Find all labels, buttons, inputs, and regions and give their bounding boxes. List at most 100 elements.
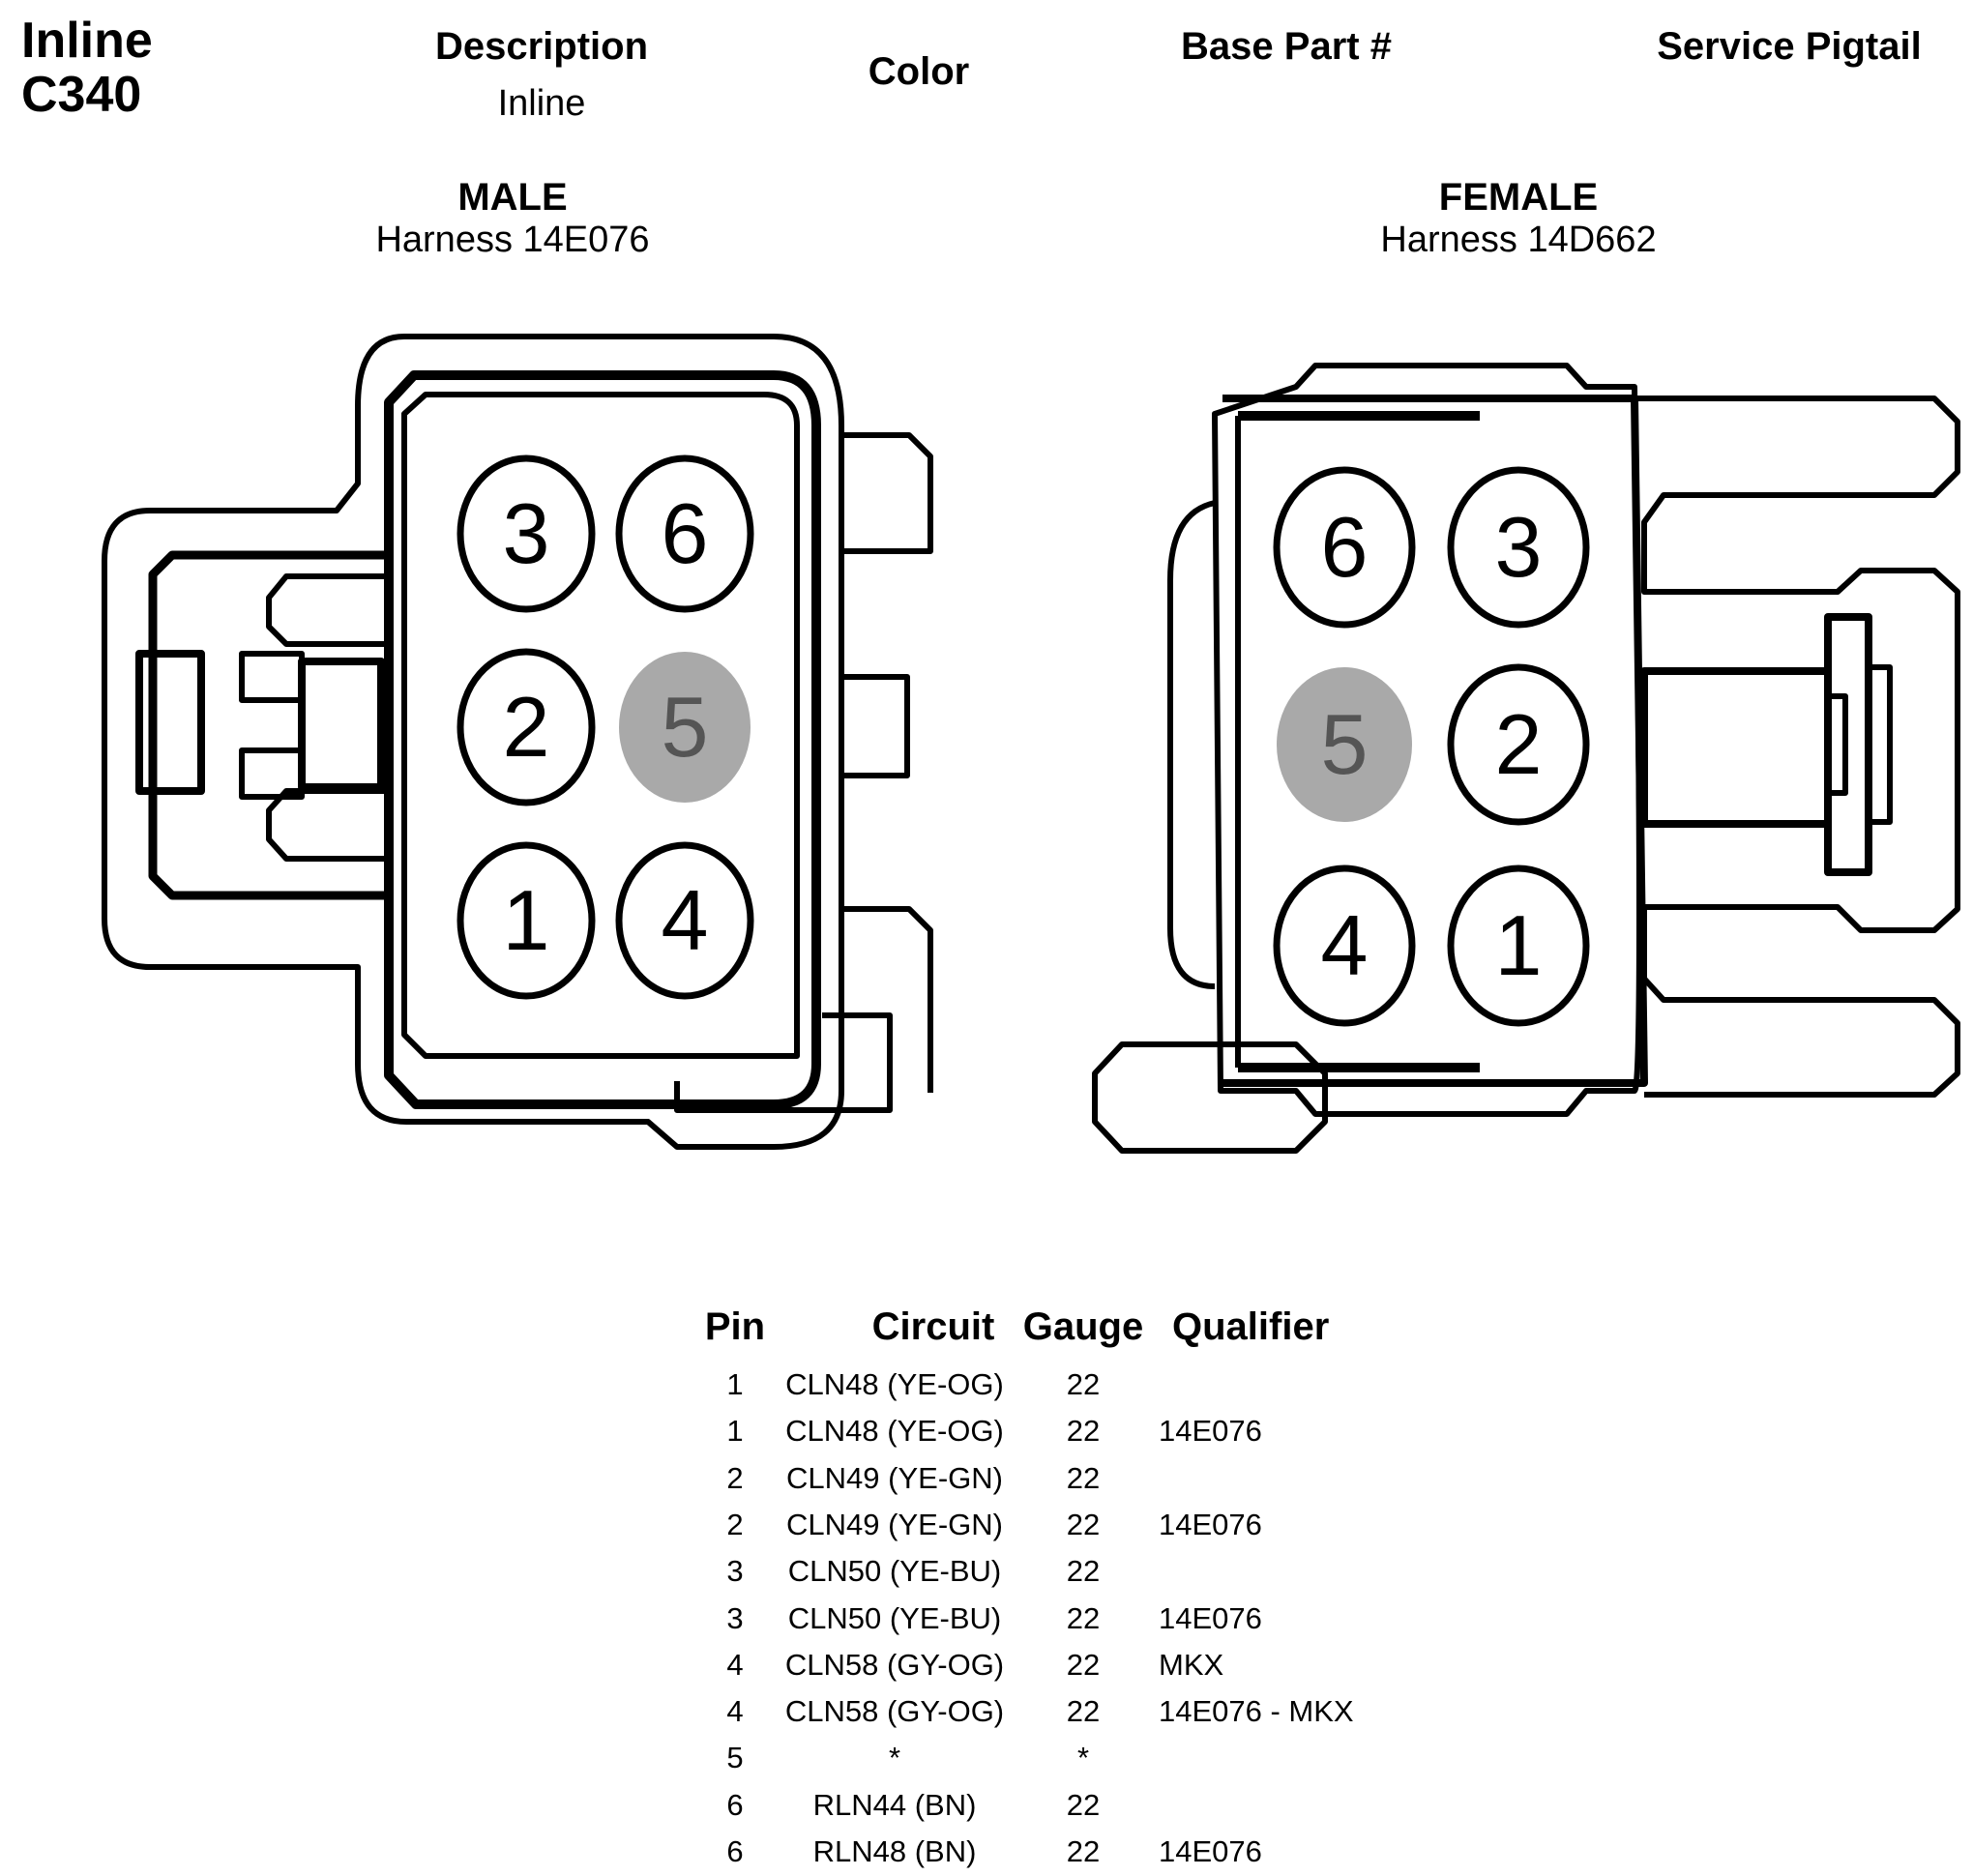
- female-pin-number: 6: [1321, 499, 1369, 595]
- female-pin-3: 3: [1447, 466, 1590, 629]
- female-pin-cavity: [1447, 865, 1590, 1027]
- male-pin-cavity: [456, 648, 596, 806]
- table-cell-circuit: *: [888, 1741, 901, 1775]
- female-pin-number: 3: [1495, 499, 1543, 595]
- male-pin-cavity: [619, 652, 751, 803]
- female-left-guard: [1167, 500, 1216, 989]
- female-latch-slot: [1640, 667, 1832, 828]
- male-bottom-lug: [674, 1012, 893, 1113]
- female-latch-detent: [1825, 693, 1848, 796]
- connector-diagram: 3 6 2 5 1 4 6 3 5 2 4 1: [102, 334, 1960, 1154]
- table-cell-pin: 6: [726, 1787, 744, 1822]
- female-right-arms: [1634, 396, 1960, 1098]
- male-pin-1: 1: [456, 841, 596, 1000]
- table-cell-pin: 4: [726, 1694, 744, 1729]
- table-cell-circuit: CLN50 (YE-BU): [787, 1600, 1002, 1635]
- female-inner-frame: [1222, 395, 1648, 1087]
- male-right-tab-bottom: [841, 906, 933, 1093]
- table-cell-circuit: RLN48 (BN): [812, 1834, 977, 1868]
- table-cell-gauge: 22: [1066, 1834, 1101, 1868]
- table-cell-gauge: 22: [1066, 1367, 1101, 1401]
- male-cavity-face: [401, 392, 800, 1059]
- male-pin-4: 4: [615, 841, 754, 1000]
- table-cell-circuit: CLN58 (GY-OG): [784, 1694, 1005, 1729]
- male-connector-body: [102, 334, 933, 1150]
- male-pin-cavity: [615, 841, 754, 1000]
- table-cell-qualifier: 14E076 - MKX: [1159, 1694, 1354, 1729]
- table-cell-gauge: 22: [1066, 1600, 1101, 1635]
- table-cell-qualifier: 14E076: [1159, 1507, 1262, 1541]
- table-cell-pin: 3: [726, 1554, 744, 1589]
- table-cell-gauge: 22: [1066, 1694, 1101, 1729]
- female-pin-5: 5: [1277, 667, 1412, 822]
- female-pin-6: 6: [1273, 466, 1416, 629]
- table-cell-qualifier: 14E076: [1159, 1414, 1262, 1449]
- male-pin-number: 2: [503, 679, 550, 775]
- male-inner-wall: [384, 370, 821, 1109]
- table-cell-circuit: CLN50 (YE-BU): [787, 1554, 1002, 1589]
- table-cell-gauge: 22: [1066, 1414, 1101, 1449]
- description-header: Description: [434, 25, 649, 68]
- male-pin-cavity: [615, 454, 754, 613]
- male-latch-arm: [266, 573, 392, 862]
- table-cell-gauge: 22: [1066, 1554, 1101, 1589]
- male-right-tab-top: [841, 432, 933, 554]
- male-pin-2: 2: [456, 648, 596, 806]
- table-cell-circuit: CLN49 (YE-GN): [786, 1507, 1003, 1541]
- female-pin-number: 1: [1495, 897, 1543, 993]
- table-cell-circuit: CLN49 (YE-GN): [786, 1460, 1003, 1495]
- female-bottom-left-lug: [1092, 1041, 1328, 1154]
- male-latch-key-upper: [239, 651, 305, 703]
- male-latch-tab: [135, 650, 205, 795]
- male-pin-3: 3: [456, 454, 596, 613]
- title-line-2: C340: [21, 67, 142, 123]
- female-pin-number: 5: [1321, 696, 1369, 792]
- table-cell-circuit: CLN48 (YE-OG): [785, 1367, 1004, 1401]
- male-pin-5: 5: [619, 652, 751, 803]
- female-pin-cavity: [1447, 663, 1590, 826]
- female-pin-cavity: [1277, 667, 1412, 822]
- table-cell-pin: 5: [726, 1741, 744, 1775]
- table-cell-pin: 2: [726, 1460, 744, 1495]
- table-header-pin: Pin: [704, 1305, 766, 1348]
- table-cell-gauge: 22: [1066, 1460, 1101, 1495]
- female-pin-cavity: [1273, 466, 1416, 629]
- color-header: Color: [868, 50, 970, 93]
- female-latch-tip: [1866, 664, 1893, 825]
- female-title: FEMALE: [1438, 176, 1599, 219]
- table-cell-circuit: CLN48 (YE-OG): [785, 1414, 1004, 1449]
- male-pin-number: 4: [662, 872, 709, 968]
- female-pin-number: 4: [1321, 897, 1369, 993]
- male-latch-block: [298, 658, 385, 791]
- table-header-qualifier: Qualifier: [1172, 1305, 1330, 1348]
- table-cell-qualifier: 14E076: [1159, 1834, 1262, 1868]
- female-pin-number: 2: [1495, 696, 1543, 792]
- male-harness: Harness 14E076: [375, 220, 650, 260]
- table-cell-pin: 1: [726, 1414, 744, 1449]
- male-pin-number: 3: [503, 485, 550, 581]
- female-pin-4: 4: [1273, 865, 1416, 1027]
- male-pin-number: 5: [662, 679, 709, 775]
- female-harness: Harness 14D662: [1380, 220, 1657, 260]
- connector-title: Inline C340: [21, 14, 153, 122]
- table-cell-gauge: 22: [1066, 1787, 1101, 1822]
- table-cell-qualifier: MKX: [1159, 1647, 1224, 1682]
- male-pin-cavity: [456, 454, 596, 613]
- male-pin-cavity: [456, 841, 596, 1000]
- male-connector-label: MALE Harness 14E076: [319, 176, 706, 261]
- table-header-circuit: Circuit: [871, 1305, 995, 1348]
- female-pin-cavities: 6 3 5 2 4 1: [1273, 466, 1590, 1027]
- title-line-1: Inline: [21, 13, 153, 69]
- table-cell-gauge: 22: [1066, 1647, 1101, 1682]
- male-right-tab-middle: [841, 674, 910, 778]
- table-header-gauge: Gauge: [1022, 1305, 1144, 1348]
- female-pin-1: 1: [1447, 865, 1590, 1027]
- male-latch-frame: [148, 550, 389, 900]
- table-cell-circuit: RLN44 (BN): [812, 1787, 977, 1822]
- description-value: Inline: [497, 83, 586, 124]
- table-cell-pin: 2: [726, 1507, 744, 1541]
- base-part-header: Base Part #: [1181, 25, 1392, 68]
- male-pin-number: 1: [503, 872, 550, 968]
- table-cell-pin: 3: [726, 1600, 744, 1635]
